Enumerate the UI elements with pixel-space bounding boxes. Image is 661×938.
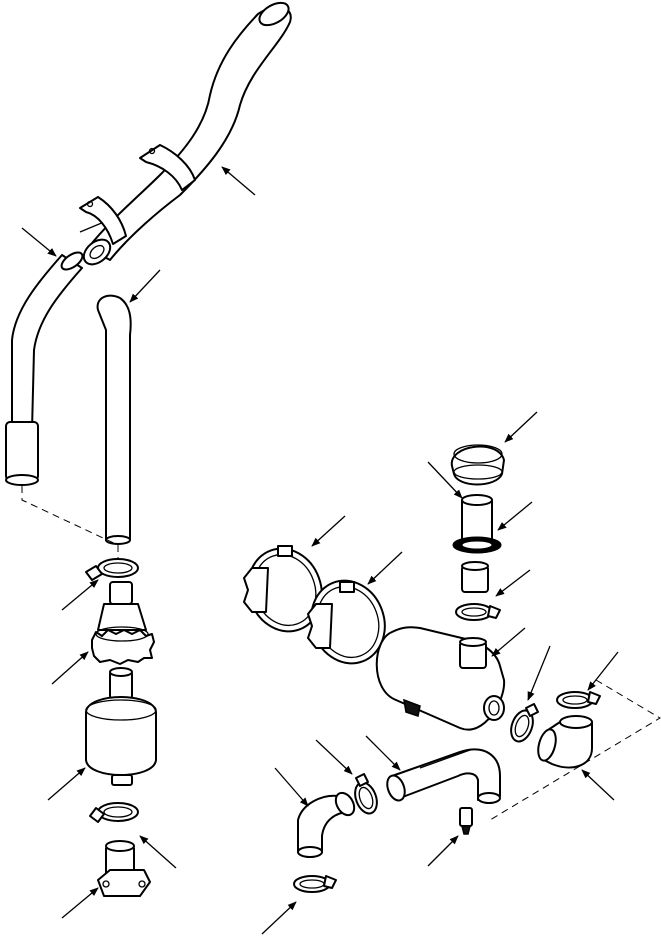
flex-adapter xyxy=(91,581,155,665)
elbow-right xyxy=(537,715,593,769)
exhaust-clamp-lower xyxy=(89,802,139,823)
outlet-clamp xyxy=(510,703,539,743)
callout-leader xyxy=(427,461,463,499)
stack-mounting-bracket-lower xyxy=(79,196,127,245)
callout-leader xyxy=(51,651,89,685)
callout-leader xyxy=(427,835,459,867)
callout-leader xyxy=(497,501,533,531)
muffler xyxy=(85,667,157,786)
restriction-indicator xyxy=(459,807,473,835)
hose-clamp-top xyxy=(455,603,501,621)
callout-leader xyxy=(491,627,526,657)
elbow-clamp-left xyxy=(293,875,337,893)
callout-leader xyxy=(367,551,403,585)
callout-leader xyxy=(527,645,551,701)
callout-leader xyxy=(504,411,538,443)
elbow-clamp-right xyxy=(556,691,601,709)
callout-leader xyxy=(581,769,615,801)
straight-exhaust-pipe xyxy=(96,294,132,545)
callout-leader xyxy=(365,735,401,771)
callout-leader xyxy=(61,887,99,919)
mounting-band-clamp-2 xyxy=(307,579,386,665)
intake-pipe xyxy=(386,748,501,804)
exhaust-clamp-upper xyxy=(85,558,139,581)
curved-exhaust-pipe xyxy=(5,251,84,486)
callout-leader xyxy=(61,579,99,611)
callout-leader xyxy=(139,835,177,869)
callout-leader xyxy=(47,767,86,801)
exhaust-flange xyxy=(97,840,151,897)
callout-leader xyxy=(21,227,57,257)
intake-clamp xyxy=(354,773,378,815)
callout-leader xyxy=(129,269,161,303)
rain-cap xyxy=(450,444,505,486)
callout-leader xyxy=(587,651,619,691)
air-cleaner-tube xyxy=(461,494,493,547)
callout-leader xyxy=(261,901,297,935)
callout-leader xyxy=(311,515,346,547)
stack-mounting-bracket-upper xyxy=(139,144,196,191)
exhaust-stack-pipe xyxy=(79,1,292,266)
mounting-band-clamp-1 xyxy=(243,545,323,633)
air-cleaner-gasket xyxy=(452,536,502,554)
air-cleaner-housing xyxy=(375,626,506,731)
callout-leader xyxy=(221,166,256,196)
tube-adapter xyxy=(461,561,489,593)
elbow-left xyxy=(297,791,356,858)
alignment-line xyxy=(489,679,661,821)
alignment-line xyxy=(21,486,119,560)
callout-leader xyxy=(274,767,309,807)
callout-leader xyxy=(315,739,353,775)
callout-leader xyxy=(495,569,531,597)
